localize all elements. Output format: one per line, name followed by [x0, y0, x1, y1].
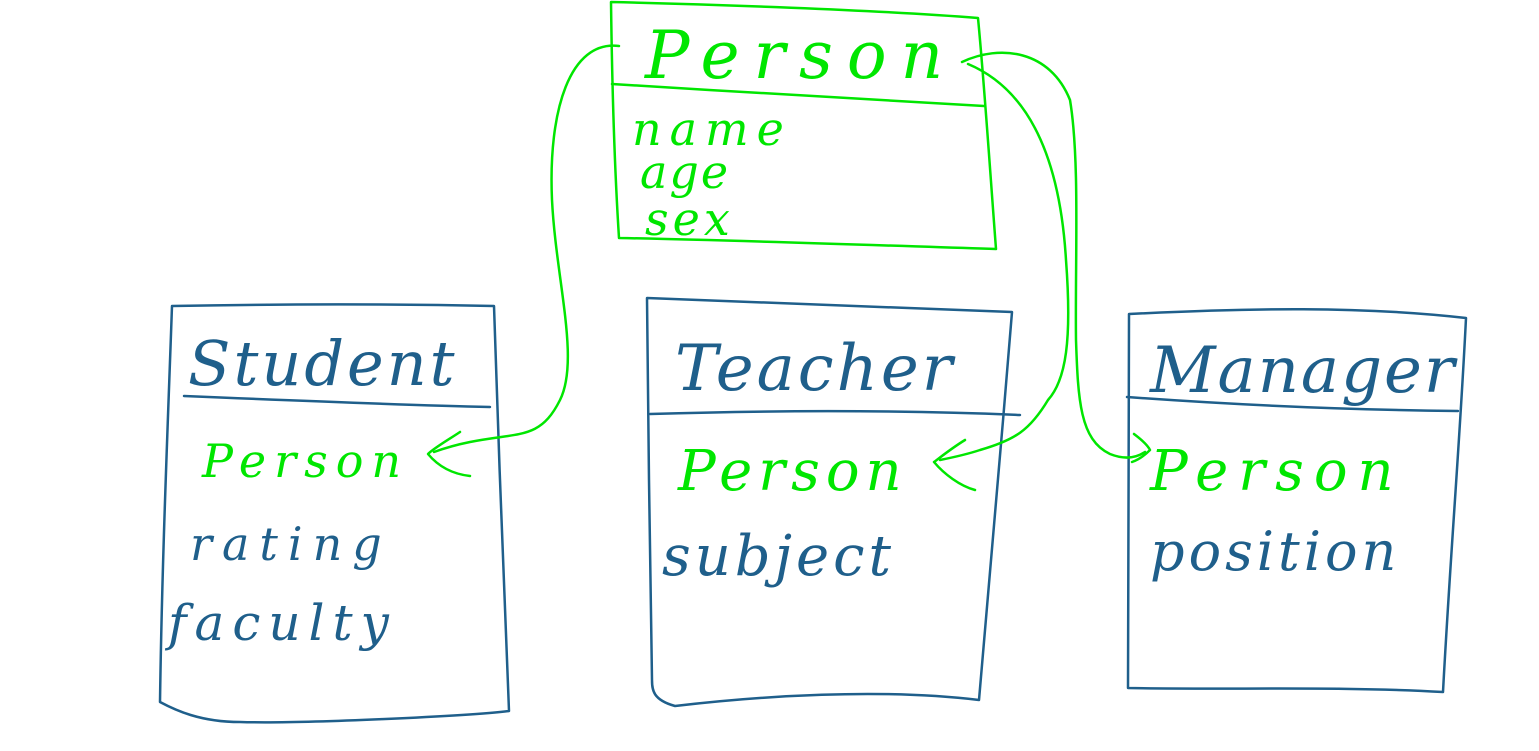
student-header-divider: [182, 394, 492, 409]
manager-box-outline: [1126, 307, 1468, 694]
teacher-header-divider: [648, 409, 1022, 417]
person-title: Person: [644, 17, 957, 94]
teacher-field-subject: subject: [662, 524, 895, 589]
person-field-name: name: [632, 102, 792, 156]
student-field-person: Person: [201, 434, 409, 488]
manager-field-person: Person: [1149, 439, 1404, 504]
teacher-connector-arrowhead: [932, 438, 977, 492]
student-box-outline: [158, 303, 511, 724]
manager-connector-arrowhead: [1130, 432, 1152, 464]
student-connector-arrowhead: [426, 430, 472, 478]
teacher-box-outline: [645, 296, 1014, 708]
person-class-box: Person name age sex: [609, 0, 998, 251]
person-field-age: age: [640, 145, 730, 199]
teacher-title: Teacher: [675, 332, 956, 406]
student-class-box: Student Person rating faculty: [158, 303, 511, 724]
teacher-inherits-connector: [938, 62, 1070, 462]
student-inherits-connector: [432, 44, 621, 454]
teacher-field-person: Person: [677, 439, 908, 504]
manager-inherits-connector: [960, 51, 1147, 459]
manager-header-divider: [1125, 395, 1460, 413]
student-field-rating: rating: [190, 517, 392, 571]
person-box-outline: [609, 0, 998, 251]
person-header-divider: [610, 82, 986, 108]
person-field-sex: sex: [645, 192, 734, 246]
student-title: Student: [188, 327, 458, 400]
teacher-class-box: Teacher Person subject: [645, 296, 1022, 708]
manager-class-box: Manager Person position: [1125, 307, 1468, 694]
manager-title: Manager: [1149, 334, 1458, 408]
manager-field-position: position: [1150, 520, 1400, 583]
student-field-faculty: faculty: [164, 594, 397, 652]
